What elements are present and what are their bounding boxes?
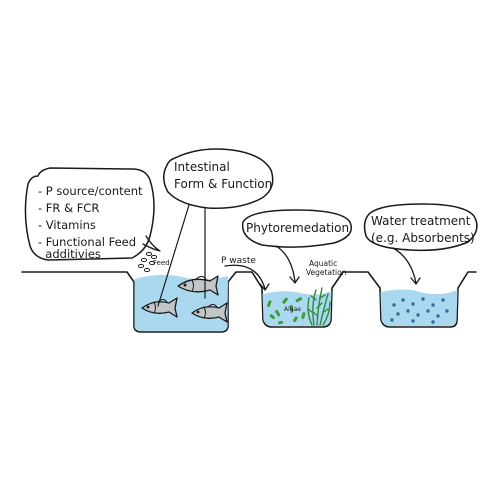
algae-icon: [267, 297, 306, 325]
nutrition-factors-list: - P source/content - FR & FCR - Vitamins…: [38, 184, 146, 261]
ground-and-ponds-outline: [21, 271, 477, 333]
intestinal-bubble: Intestinal Form & Function: [157, 148, 274, 307]
nutrition-factors-bubble: - P source/content - FR & FCR - Vitamins…: [24, 167, 161, 261]
water-treatment-text: Water treatment (e.g. Absorbents): [371, 214, 475, 245]
phytoremedation-bubble: Phytoremedation: [241, 209, 352, 284]
fish-icon: [177, 275, 219, 296]
absorbent-particles: [390, 297, 449, 324]
nutrition-line: additivies: [38, 247, 101, 261]
intestinal-bubble-text: Intestinal Form & Function: [174, 160, 272, 191]
feed-pellets-icon: [137, 251, 158, 273]
nutrition-line: - Vitamins: [38, 218, 96, 232]
water-treatment-bubble: Water treatment (e.g. Absorbents): [363, 203, 478, 285]
nutrition-line: - FR & FCR: [38, 201, 99, 215]
feed-label: Feed: [153, 259, 170, 267]
fish-icon: [191, 302, 228, 323]
aquatic-vegetation-label: Aquatic Vegetation: [306, 259, 347, 277]
arrow-line: [224, 264, 266, 290]
aquatic-plant-icon: [307, 287, 331, 326]
arrow-line: [392, 247, 417, 284]
phytoremedation-text: Phytoremedation: [246, 221, 349, 235]
nutrition-line: - P source/content: [38, 184, 143, 198]
nutrition-line: - Functional Feed: [38, 235, 136, 249]
p-waste-label: P waste: [221, 256, 256, 266]
arrow-line: [275, 245, 296, 283]
algae-label: Algae: [284, 306, 301, 313]
p-waste-flow: P waste: [221, 256, 270, 291]
pointer-line: [157, 204, 190, 307]
